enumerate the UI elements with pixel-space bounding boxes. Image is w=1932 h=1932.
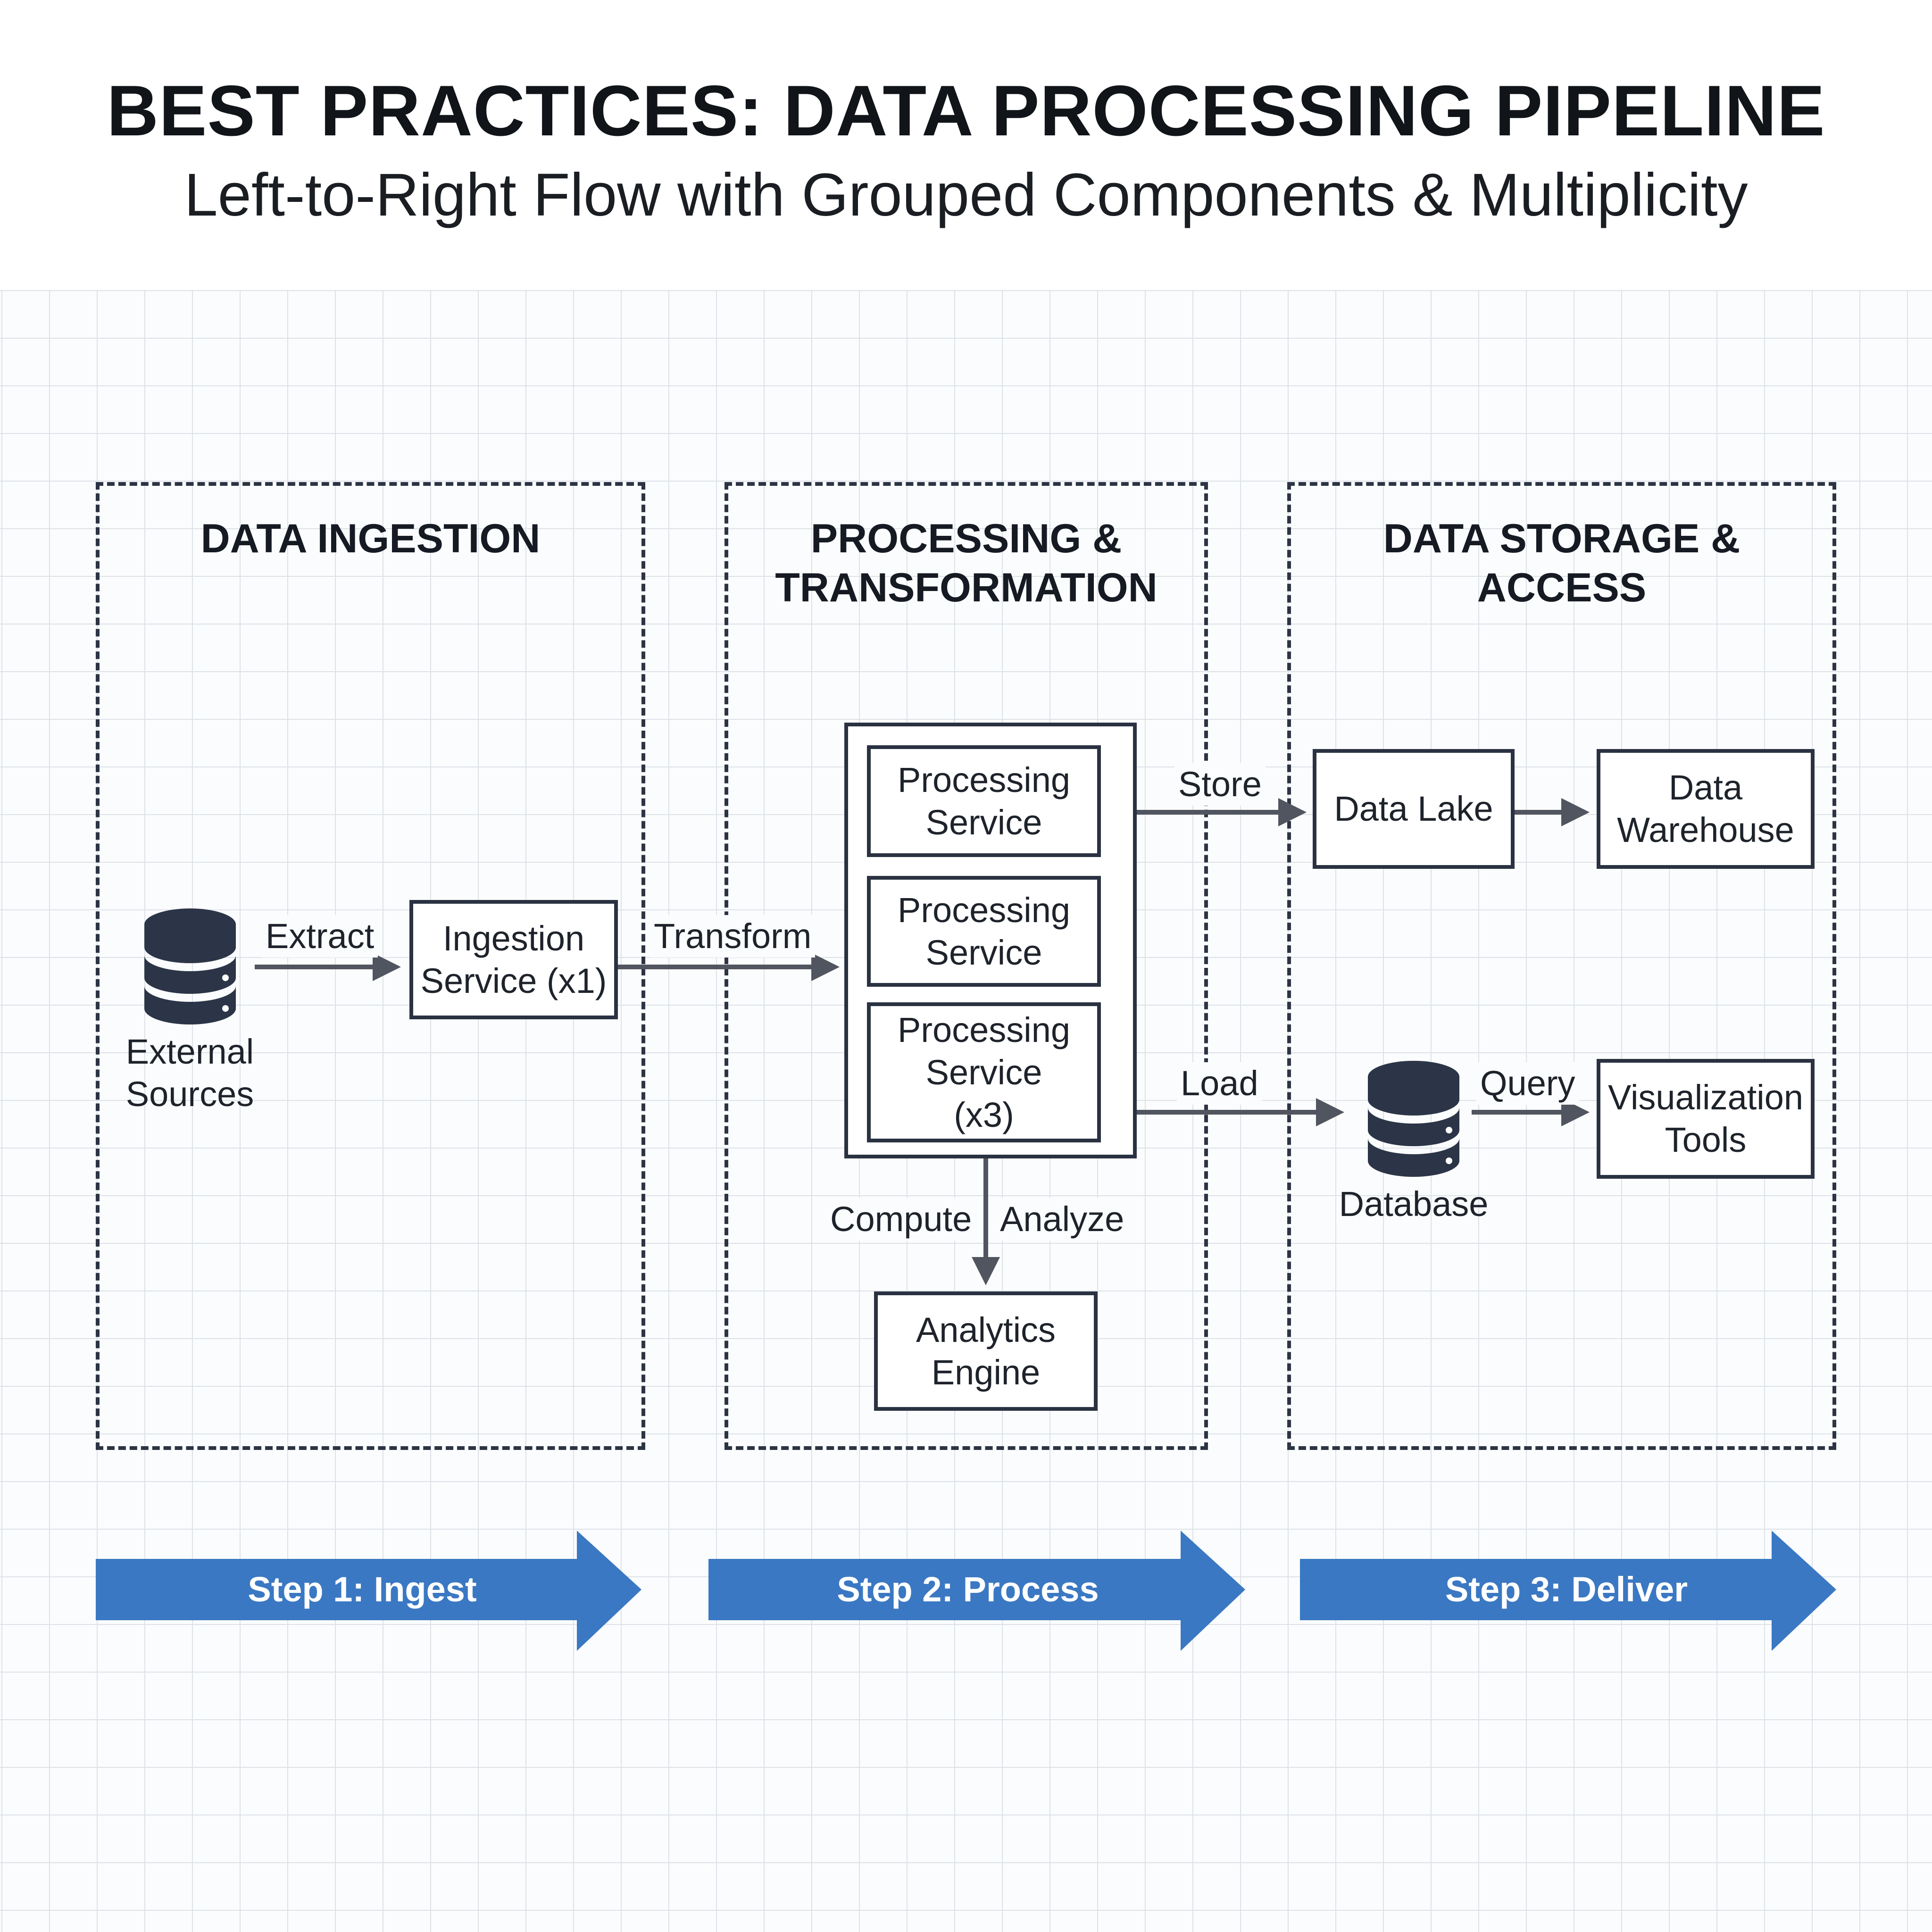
edge-label-query: Query	[1476, 1062, 1579, 1105]
step-arrow-2	[708, 1531, 1245, 1651]
edge-label-transform: Transform	[650, 915, 816, 958]
edge-label-store: Store	[1174, 763, 1266, 806]
group-processing-transformation: PROCESSING & TRANSFORMATION	[724, 482, 1208, 1450]
node-analytics-engine: Analytics Engine	[874, 1291, 1098, 1411]
step-label-3: Step 3: Deliver	[1445, 1570, 1688, 1609]
step-label-2: Step 2: Process	[837, 1570, 1099, 1609]
node-processing-service-1: Processing Service	[867, 745, 1101, 857]
edge-label-compute: Compute	[826, 1198, 976, 1241]
page-title: BEST PRACTICES: DATA PROCESSING PIPELINE	[107, 71, 1825, 151]
database-icon	[144, 908, 236, 1024]
node-ingestion-service: Ingestion Service (x1)	[409, 900, 618, 1019]
node-processing-service-2: Processing Service	[867, 876, 1101, 987]
node-visualization-tools: Visualization Tools	[1597, 1059, 1815, 1179]
edge-label-extract: Extract	[262, 915, 378, 958]
edge-label-load: Load	[1177, 1062, 1262, 1105]
node-data-warehouse: Data Warehouse	[1597, 749, 1815, 869]
step-arrow-1	[96, 1531, 641, 1651]
group-data-storage-access: DATA STORAGE & ACCESS	[1287, 482, 1836, 1450]
group-title-storage: DATA STORAGE & ACCESS	[1383, 516, 1740, 610]
edge-label-analyze: Analyze	[996, 1198, 1128, 1241]
page-subtitle: Left-to-Right Flow with Grouped Componen…	[184, 161, 1748, 229]
node-database-label: Database	[1339, 1184, 1489, 1224]
step-arrow-3	[1300, 1531, 1836, 1651]
node-data-lake: Data Lake	[1313, 749, 1515, 869]
node-external-sources-label: External Sources	[125, 1032, 254, 1114]
node-processing-service-3: Processing Service (x3)	[867, 1002, 1101, 1142]
group-title-processing: PROCESSING & TRANSFORMATION	[775, 516, 1158, 610]
group-title-ingestion: DATA INGESTION	[200, 516, 541, 561]
step-label-1: Step 1: Ingest	[248, 1570, 477, 1609]
database-icon	[1368, 1061, 1459, 1177]
